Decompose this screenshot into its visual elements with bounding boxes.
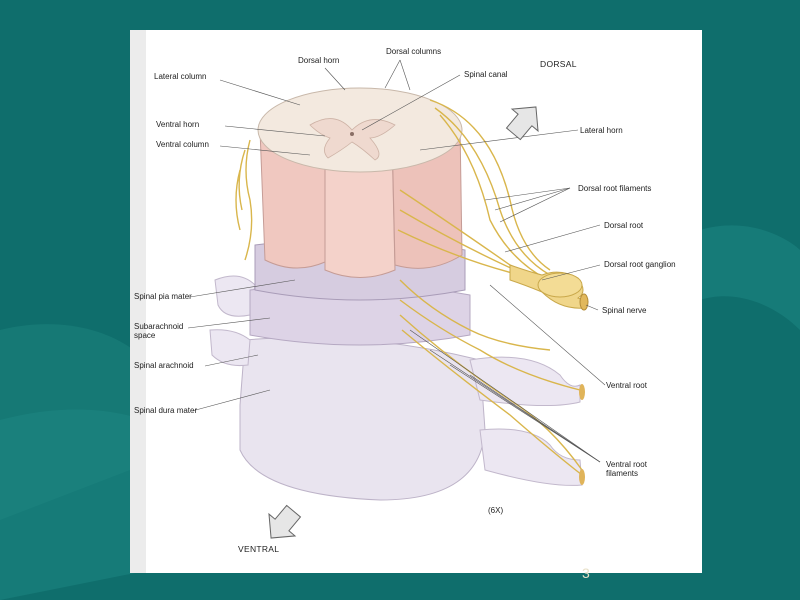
label-ventral-root-filaments-line-1: Ventral root [606,460,647,469]
label-spinal-pia-mater: Spinal pia mater [134,292,192,301]
label-subarachnoid-line-1: Subarachnoid [134,322,184,331]
label-dorsal-root-filaments: Dorsal root filaments [578,184,652,193]
label-lateral-horn: Lateral horn [580,126,623,135]
spinal-cord-figure: Dorsal horn Dorsal columns Spinal canal … [130,30,702,573]
label-subarachnoid-line-2: space [134,331,156,340]
label-ventral-horn: Ventral horn [156,120,200,129]
label-ventral-root-filaments: Ventral root filaments [606,460,647,478]
label-spinal-dura-mater: Spinal dura mater [134,406,198,415]
label-ventral-root: Ventral root [606,381,647,390]
label-dorsal-horn: Dorsal horn [298,56,340,65]
label-dorsal-root-ganglion: Dorsal root ganglion [604,260,676,269]
label-spinal-canal: Spinal canal [464,70,508,79]
label-spinal-arachnoid: Spinal arachnoid [134,361,194,370]
spinal-cord-illustration [130,30,606,573]
label-dorsal-root: Dorsal root [604,221,644,230]
label-lateral-column: Lateral column [154,72,207,81]
label-ventral-column: Ventral column [156,140,209,149]
label-spinal-nerve: Spinal nerve [602,306,647,315]
slide-page-number: 3 [582,565,590,581]
label-magnification: (6X) [488,506,504,515]
label-ventral-root-filaments-line-2: filaments [606,469,639,478]
label-ventral: VENTRAL [238,544,280,554]
label-dorsal-columns: Dorsal columns [386,47,442,56]
label-dorsal: DORSAL [540,59,577,69]
label-subarachnoid-space: Subarachnoid space [134,322,183,340]
